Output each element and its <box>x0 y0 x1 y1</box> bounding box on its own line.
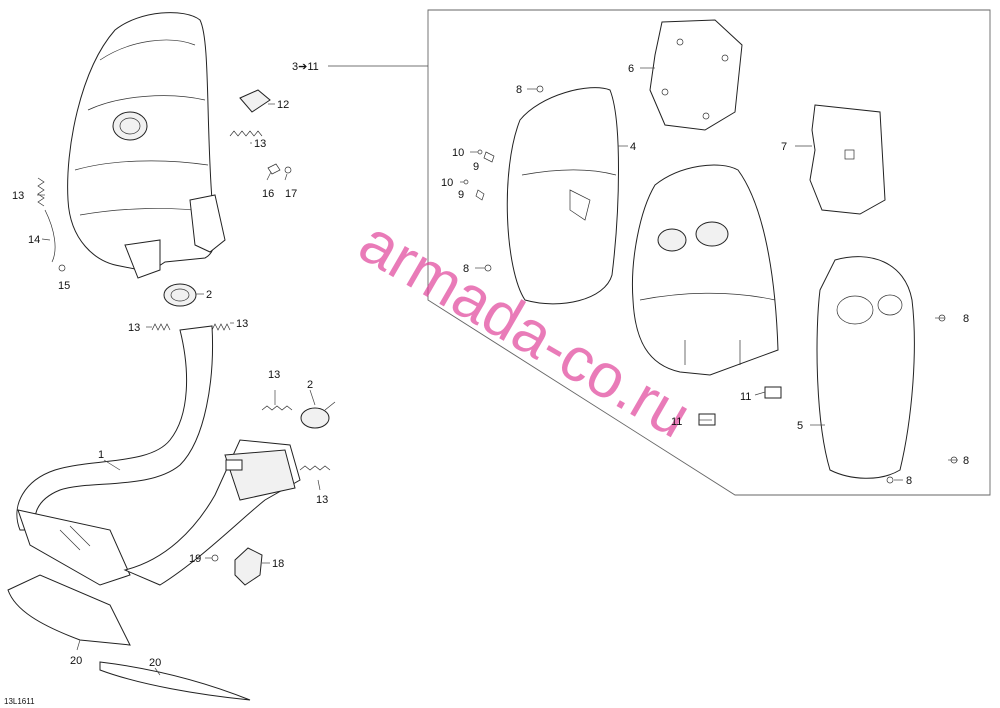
insulation-7 <box>809 104 886 215</box>
callout-19: 19 <box>189 553 201 565</box>
nut-15 <box>58 264 66 272</box>
insulation-6 <box>649 19 743 131</box>
callout-9: 9 <box>473 161 479 173</box>
callout-8: 8 <box>463 263 469 275</box>
bumper-18 <box>234 547 263 586</box>
callout-13: 13 <box>236 318 248 330</box>
callout-15: 15 <box>58 280 70 292</box>
spring-13-mid-right <box>211 323 231 331</box>
callout-13: 13 <box>12 190 24 202</box>
muffler-cover-5 <box>816 256 915 479</box>
spring-13-mid-left <box>151 323 171 331</box>
callout-12: 12 <box>277 99 289 111</box>
heat-shield-20-upper <box>7 574 131 646</box>
reference-code: 13L1611 <box>4 697 35 706</box>
clip-16 <box>267 163 281 175</box>
leader-lines <box>37 65 958 676</box>
callouts: 3➔11 12 13 16 17 13 14 15 2 13 13 13 2 1… <box>12 61 969 669</box>
callout-13: 13 <box>254 138 266 150</box>
nut-8-top <box>536 85 544 93</box>
callout-11: 11 <box>740 391 751 403</box>
callout-6: 6 <box>628 63 634 75</box>
callout-20: 20 <box>70 655 82 667</box>
callout-8: 8 <box>516 84 522 96</box>
spring-13-right-lower <box>299 465 331 471</box>
callout-13: 13 <box>128 322 140 334</box>
spring-13-right-upper <box>261 405 293 411</box>
callout-4: 4 <box>630 141 636 153</box>
bumper-12 <box>239 89 271 113</box>
spring-13-left <box>37 177 45 207</box>
bracket-11-right <box>764 386 782 399</box>
screw-10-upper <box>477 149 483 155</box>
clip-9-upper <box>483 151 495 163</box>
callout-3-11: 3➔11 <box>292 61 319 73</box>
callout-8: 8 <box>963 455 969 467</box>
hanger-14 <box>44 209 56 263</box>
muffler-assembly <box>67 12 226 279</box>
resonator <box>123 439 301 586</box>
callout-10: 10 <box>452 147 464 159</box>
nut-8-right-c <box>886 476 894 484</box>
callout-10: 10 <box>441 177 453 189</box>
callout-14: 14 <box>28 234 40 246</box>
nut-19 <box>211 554 219 562</box>
callout-1: 1 <box>98 449 104 461</box>
callout-17: 17 <box>285 188 297 200</box>
clip-9-lower <box>475 189 485 201</box>
callout-9: 9 <box>458 189 464 201</box>
spring-13-upper <box>229 130 263 137</box>
screw-10-lower <box>463 179 469 185</box>
callout-7: 7 <box>781 141 787 153</box>
heat-shield-20-lower <box>99 661 251 701</box>
gasket-2-lower <box>300 401 336 429</box>
callout-2: 2 <box>206 289 212 301</box>
callout-11: 11 <box>671 416 682 428</box>
muffler-body <box>631 164 779 376</box>
detail-frame <box>427 9 991 496</box>
exhaust-pipe-1 <box>16 325 213 586</box>
gasket-2-upper <box>163 283 197 307</box>
callout-16: 16 <box>262 188 274 200</box>
callout-8: 8 <box>906 475 912 487</box>
callout-13: 13 <box>316 494 328 506</box>
callout-8: 8 <box>963 313 969 325</box>
callout-2: 2 <box>307 379 313 391</box>
callout-20: 20 <box>149 657 161 669</box>
callout-13: 13 <box>268 369 280 381</box>
callout-18: 18 <box>272 558 284 570</box>
nut-17 <box>284 166 292 174</box>
callout-5: 5 <box>797 420 803 432</box>
bracket-11-left <box>698 413 716 426</box>
muffler-cover-4 <box>506 87 619 305</box>
